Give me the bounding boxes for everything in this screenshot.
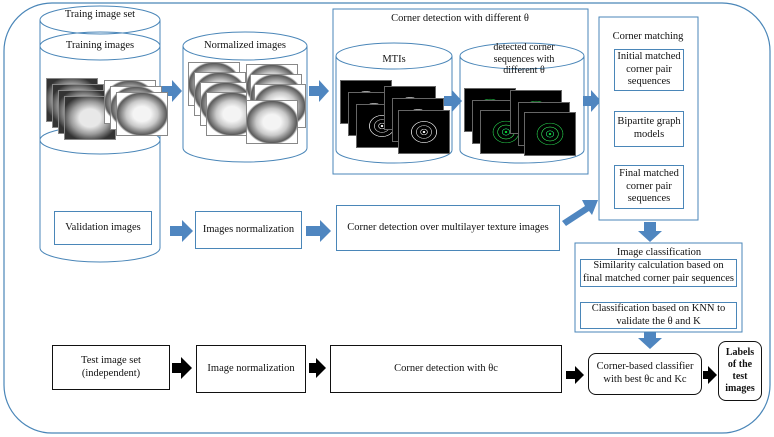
initial-matched-box: Initial matched corner pair sequences <box>614 49 684 91</box>
bipartite-graph-box: Bipartite graph models <box>614 111 684 147</box>
arrow-mti-to-detected <box>444 90 462 112</box>
images-normalization-box: Images normalization <box>195 211 302 249</box>
detected-corners-stack <box>462 86 582 160</box>
arrow-classifier-to-labels <box>703 366 717 384</box>
arrow-detect-to-matching <box>562 200 598 226</box>
corner-detection-frame <box>332 8 589 175</box>
arrow-norm-to-corner <box>309 358 326 378</box>
arrow-test-to-norm <box>172 357 192 379</box>
corner-detection-title: Corner detection with different θ <box>391 13 529 24</box>
mtis-label: MTIs <box>382 54 406 65</box>
corner-detection-multilayer-box: Corner detection over multilayer texture… <box>336 205 560 251</box>
corner-matching-title: Corner matching <box>612 31 684 42</box>
training-images-stack <box>44 78 168 140</box>
training-set-title: Traing image set <box>64 9 136 20</box>
validation-images-box: Validation images <box>54 211 152 245</box>
classifier-box: Corner-based classifier with best θc and… <box>588 353 702 395</box>
normalized-images-stack <box>186 60 306 148</box>
normalized-images-label: Normalized images <box>204 40 286 51</box>
test-image-set-box: Test image set (independent) <box>52 345 170 390</box>
arrow-matching-to-class <box>638 222 662 242</box>
image-normalization-box: Image normalization <box>196 345 306 393</box>
labels-box: Labels of the test images <box>718 341 762 401</box>
final-matched-box: Final matched corner pair sequences <box>614 165 684 209</box>
arrow-class-to-classifier <box>638 329 662 349</box>
mtis-stack <box>338 78 450 160</box>
arrow-norm-to-mti <box>309 80 329 102</box>
arrow-detected-to-matching <box>583 90 601 112</box>
corner-detection-c-box: Corner detection with θc <box>330 345 562 393</box>
arrow-val-to-norm <box>170 220 193 242</box>
arrow-train-to-norm <box>162 80 182 102</box>
black-arrows <box>172 357 717 384</box>
similarity-box: Similarity calculation based on final ma… <box>580 259 737 287</box>
image-classification-title: Image classification <box>616 247 702 258</box>
arrow-corner-to-classifier <box>566 366 584 384</box>
knn-box: Classification based on KNN to validate … <box>580 302 737 329</box>
arrow-norm-to-detect <box>306 220 331 242</box>
outer-frame <box>3 2 771 434</box>
training-images-label: Training images <box>65 40 135 51</box>
detected-corner-sequences-label: detected corner sequences with different… <box>493 42 555 76</box>
